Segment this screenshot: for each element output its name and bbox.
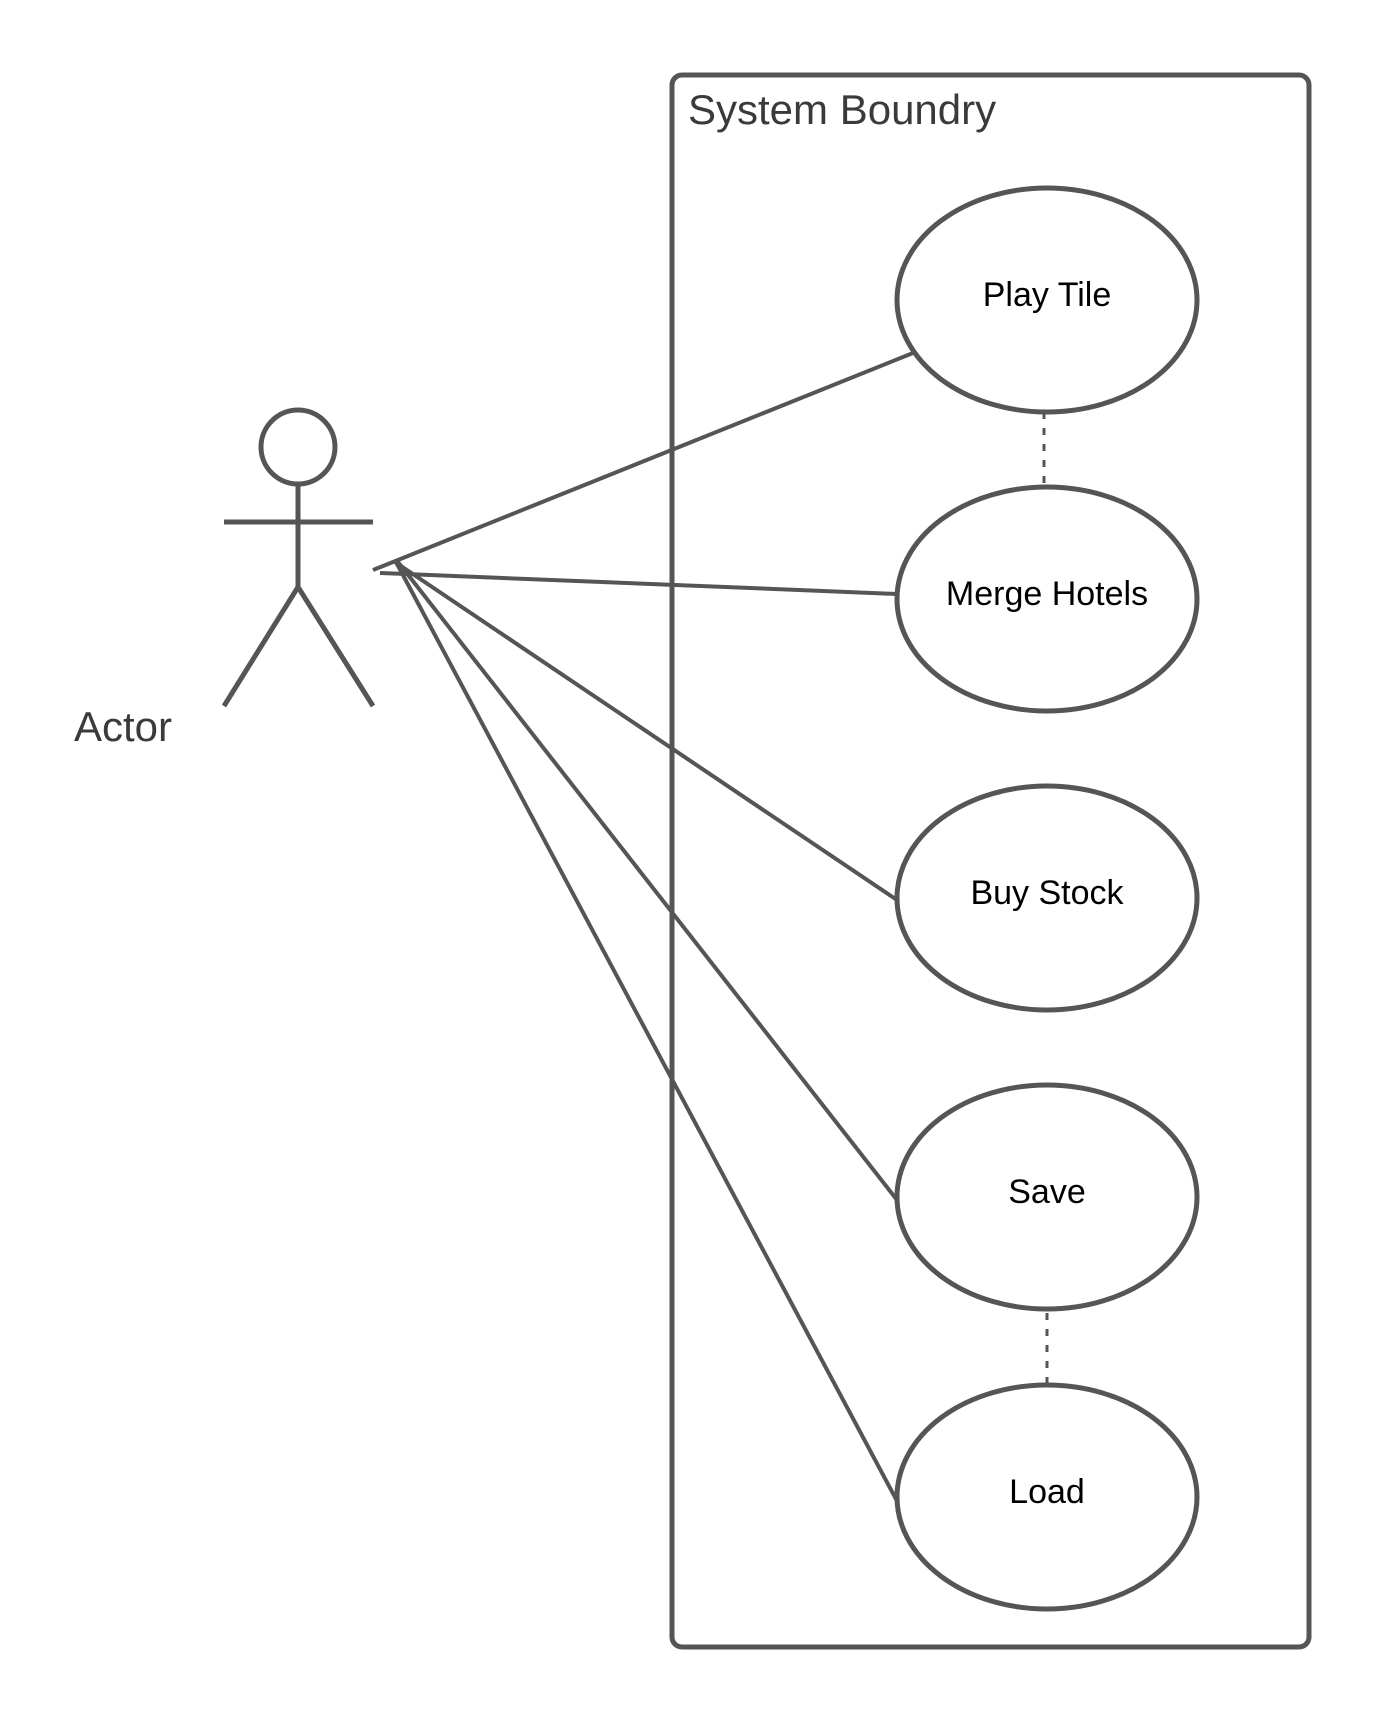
system-boundary-box xyxy=(669,72,1312,1650)
use-case-save: Save xyxy=(894,1082,1200,1312)
actor-left-leg xyxy=(221,585,301,708)
actor-right-leg xyxy=(295,585,376,708)
use-case-buy-stock: Buy Stock xyxy=(894,783,1200,1013)
association-play-tile xyxy=(372,351,914,572)
use-case-load: Load xyxy=(894,1382,1200,1612)
actor-label: Actor xyxy=(74,703,172,750)
associations xyxy=(372,351,914,1502)
use-case-play-tile: Play Tile xyxy=(894,185,1200,415)
use-case-label: Merge Hotels xyxy=(946,575,1148,613)
association-buy-stock xyxy=(393,560,899,902)
system-boundary-label: System Boundry xyxy=(688,86,996,133)
actor-figure xyxy=(221,407,376,708)
actor-head xyxy=(258,407,338,487)
use-case-merge-hotels: Merge Hotels xyxy=(894,484,1200,714)
association-merge-hotels xyxy=(379,571,898,596)
association-save xyxy=(396,560,899,1202)
association-load xyxy=(394,561,899,1502)
use-case-label: Save xyxy=(1008,1173,1086,1211)
use-case-label: Play Tile xyxy=(983,276,1112,314)
use-case-label: Load xyxy=(1009,1473,1085,1511)
use-case-label: Buy Stock xyxy=(970,874,1124,912)
